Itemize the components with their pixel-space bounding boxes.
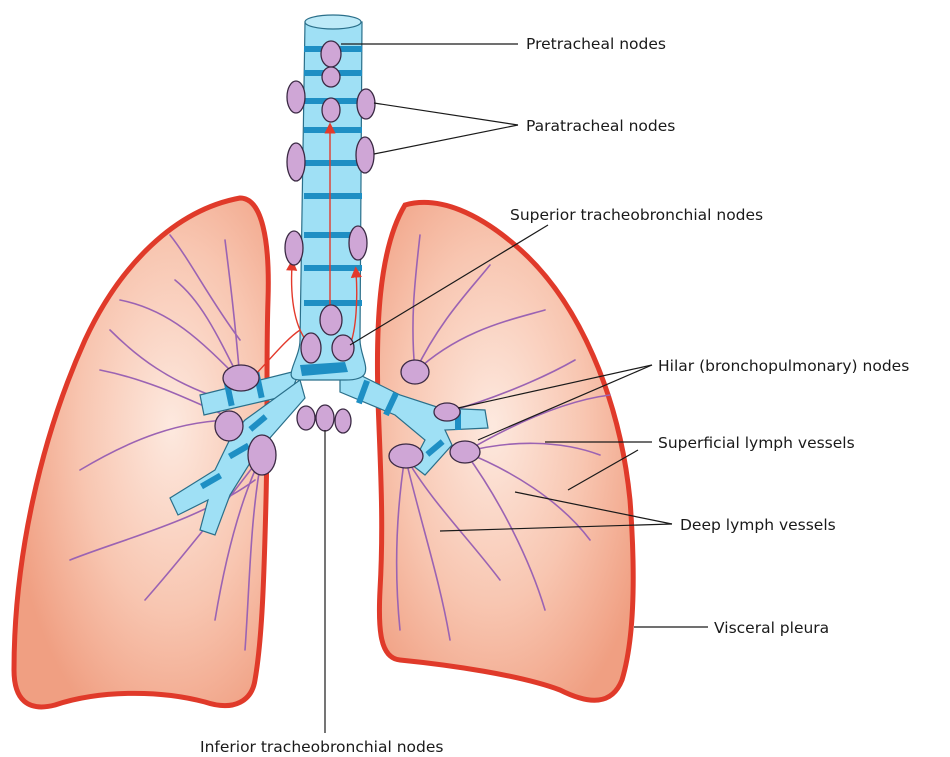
- paratracheal-node: [322, 98, 340, 122]
- hilar-node-right: [401, 360, 429, 384]
- hilar-node-right: [389, 444, 423, 468]
- label-visceral-pleura: Visceral pleura: [714, 619, 829, 637]
- paratracheal-node: [285, 231, 303, 265]
- hilar-node-left: [223, 365, 259, 391]
- pretracheal-node: [321, 41, 341, 67]
- paratracheal-node: [349, 226, 367, 260]
- superior-tracheobronchial-node: [301, 333, 321, 363]
- inferior-tracheobronchial-node: [297, 406, 315, 430]
- label-superior-tracheobronchial-nodes: Superior tracheobronchial nodes: [510, 206, 763, 224]
- hilar-node-left: [215, 411, 243, 441]
- paratracheal-node: [287, 81, 305, 113]
- inferior-tracheobronchial-node: [335, 409, 351, 433]
- hilar-node-right: [434, 403, 460, 421]
- hilar-node-left: [248, 435, 276, 475]
- paratracheal-node: [356, 137, 374, 173]
- label-inferior-tracheobronchial-nodes: Inferior tracheobronchial nodes: [200, 738, 443, 756]
- label-hilar-nodes: Hilar (bronchopulmonary) nodes: [658, 357, 909, 375]
- hilar-node-right: [450, 441, 480, 463]
- inferior-tracheobronchial-node: [316, 405, 334, 431]
- superior-tracheobronchial-node: [320, 305, 342, 335]
- label-superficial-lymph-vessels: Superficial lymph vessels: [658, 434, 855, 452]
- paratracheal-node: [357, 89, 375, 119]
- paratracheal-node: [287, 143, 305, 181]
- label-pretracheal-nodes: Pretracheal nodes: [526, 35, 666, 53]
- pretracheal-node: [322, 67, 340, 87]
- superior-tracheobronchial-node: [332, 335, 354, 361]
- label-deep-lymph-vessels: Deep lymph vessels: [680, 516, 836, 534]
- label-paratracheal-nodes: Paratracheal nodes: [526, 117, 675, 135]
